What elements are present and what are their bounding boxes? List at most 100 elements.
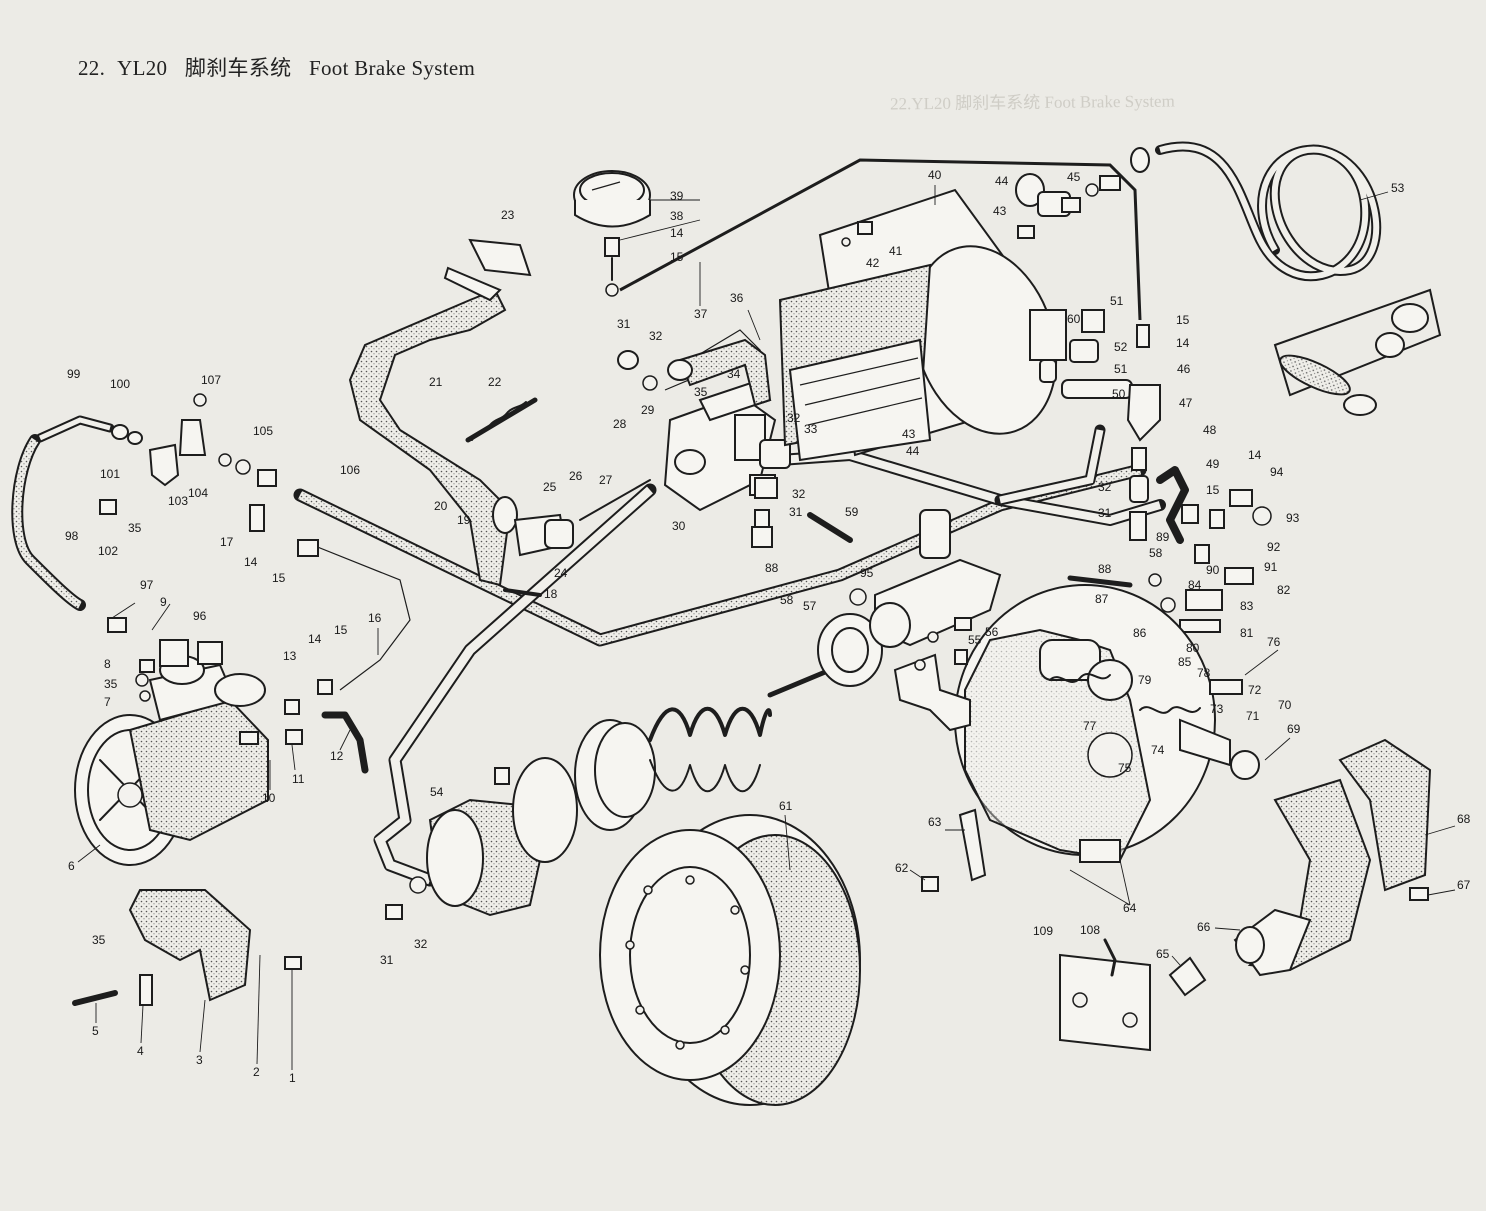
callout-labels: 1 2 3 4 5 6 7 8 9 10 11 12 13 14 14 14 1…	[65, 168, 1471, 1085]
callout-58b: 58	[1149, 546, 1163, 560]
callout-96: 96	[193, 609, 207, 623]
callout-9: 9	[160, 595, 167, 609]
callout-55: 55	[968, 633, 982, 647]
callout-14b: 14	[308, 632, 322, 646]
callout-19: 19	[457, 513, 471, 527]
governor-and-hose	[11, 393, 369, 774]
title-english: Foot Brake System	[308, 56, 476, 80]
callout-6: 6	[68, 859, 75, 873]
page-title: 22.YL20 脚刹车系统 Foot Brake System	[78, 52, 487, 82]
callout-52: 52	[1114, 340, 1128, 354]
callout-62: 62	[895, 861, 909, 875]
callout-31d: 31	[380, 953, 394, 967]
callout-15d: 15	[1176, 313, 1190, 327]
callout-11: 11	[292, 772, 305, 786]
callout-98: 98	[65, 529, 79, 543]
callout-85: 85	[1178, 655, 1192, 669]
callout-76: 76	[1267, 635, 1281, 649]
air-tank	[778, 188, 1067, 462]
callout-35b: 35	[128, 521, 142, 535]
callout-35c: 35	[92, 933, 106, 947]
callout-1: 1	[289, 1071, 296, 1085]
callout-108: 108	[1080, 923, 1100, 937]
callout-90: 90	[1206, 563, 1220, 577]
brake-valve	[617, 338, 791, 546]
callout-84: 84	[1188, 578, 1202, 592]
callout-30: 30	[672, 519, 686, 533]
callout-18: 18	[544, 587, 558, 601]
callout-8: 8	[104, 657, 111, 671]
callout-88b: 88	[1098, 562, 1112, 576]
callout-35d: 35	[694, 385, 708, 399]
callout-21: 21	[429, 375, 443, 389]
callout-43a: 43	[993, 204, 1007, 218]
callout-72: 72	[1248, 683, 1262, 697]
callout-103: 103	[168, 494, 188, 508]
leader-lines	[77, 185, 1456, 1070]
callout-4: 4	[137, 1044, 144, 1058]
callout-17: 17	[220, 535, 234, 549]
callout-31b: 31	[789, 505, 803, 519]
brake-control-unit	[751, 477, 1133, 671]
callout-44b: 44	[906, 444, 920, 458]
callout-95: 95	[860, 566, 874, 580]
callout-33: 33	[804, 422, 818, 436]
callout-81: 81	[1240, 626, 1254, 640]
callout-46: 46	[1177, 362, 1191, 376]
title-number: 22.	[78, 56, 106, 80]
coiled-hose	[1155, 141, 1442, 416]
callout-65: 65	[1156, 947, 1170, 961]
callout-66: 66	[1197, 920, 1211, 934]
callout-32a: 32	[649, 329, 663, 343]
callout-109: 109	[1033, 924, 1053, 938]
callout-104: 104	[188, 486, 208, 500]
callout-31a: 31	[617, 317, 631, 331]
callout-64: 64	[1123, 901, 1137, 915]
callout-47: 47	[1179, 396, 1193, 410]
callout-99: 99	[67, 367, 81, 381]
callout-15b: 15	[334, 623, 348, 637]
callout-51a: 51	[1110, 294, 1124, 308]
title-model: YL20	[117, 56, 168, 80]
callout-80: 80	[1186, 641, 1200, 655]
callout-77: 77	[1083, 719, 1097, 733]
callout-61: 61	[779, 799, 793, 813]
callout-57: 57	[803, 599, 817, 613]
callout-54: 54	[430, 785, 444, 799]
callout-102: 102	[98, 544, 118, 558]
callout-67: 67	[1457, 878, 1471, 892]
callout-35a: 35	[104, 677, 118, 691]
callout-15a: 15	[272, 571, 286, 585]
callout-31c: 31	[1098, 506, 1112, 520]
air-compressor	[74, 639, 269, 866]
callout-28: 28	[613, 417, 627, 431]
fittings-upper-right	[1015, 147, 1272, 633]
callout-68: 68	[1457, 812, 1471, 826]
callout-58a: 58	[780, 593, 794, 607]
callout-53: 53	[1391, 181, 1405, 195]
callout-20: 20	[434, 499, 448, 513]
callout-87: 87	[1095, 592, 1109, 606]
callout-74: 74	[1151, 743, 1165, 757]
callout-14a: 14	[244, 555, 258, 569]
callout-41: 41	[889, 244, 903, 258]
compressor-bracket	[72, 889, 302, 1006]
callout-36: 36	[730, 291, 744, 305]
callout-44a: 44	[995, 174, 1009, 188]
callout-32b: 32	[787, 411, 801, 425]
callout-43b: 43	[902, 427, 916, 441]
callout-15e: 15	[1206, 483, 1220, 497]
callout-73: 73	[1210, 702, 1224, 716]
callout-23: 23	[501, 208, 515, 222]
callout-2: 2	[253, 1065, 260, 1079]
callout-14c: 14	[670, 226, 684, 240]
callout-92: 92	[1267, 540, 1281, 554]
callout-100: 100	[110, 377, 130, 391]
callout-79: 79	[1138, 673, 1152, 687]
callout-101: 101	[100, 467, 120, 481]
callout-48: 48	[1203, 423, 1217, 437]
callout-91: 91	[1264, 560, 1278, 574]
callout-42: 42	[866, 256, 880, 270]
callout-10: 10	[262, 791, 276, 805]
